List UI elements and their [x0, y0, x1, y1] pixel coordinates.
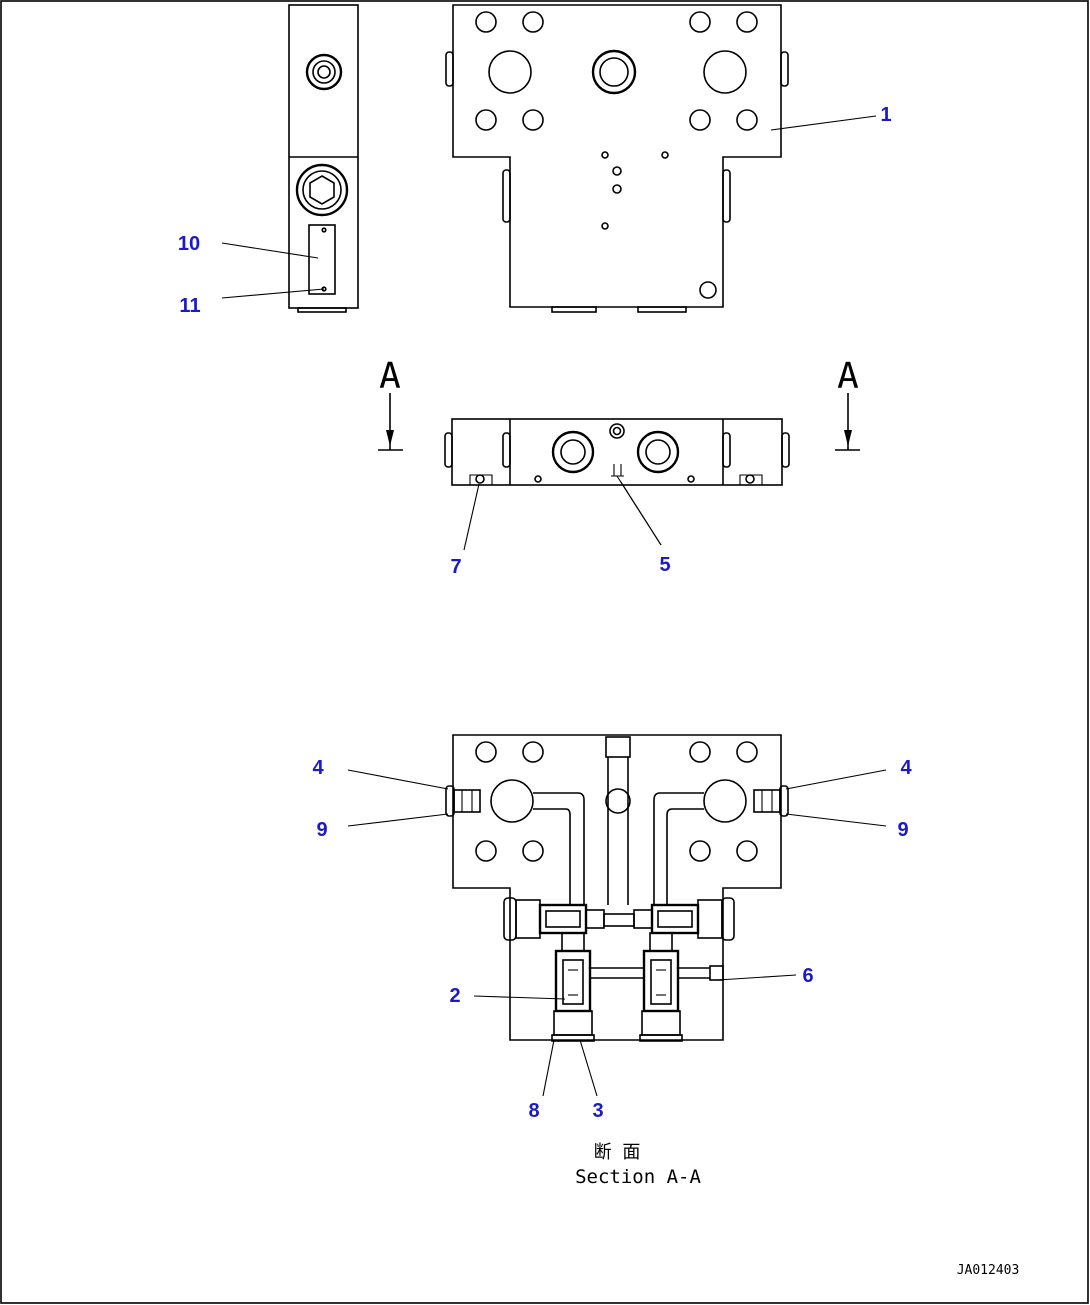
callout-3: 3 [592, 1100, 603, 1122]
callout-7: 7 [450, 556, 461, 578]
front-view [445, 4, 789, 313]
callout-4-right: 4 [900, 757, 912, 779]
callout-4-left: 4 [312, 757, 324, 779]
leader-lines [221, 115, 887, 1097]
section-letter-right: A [837, 356, 859, 397]
drawing-code: JA012403 [957, 1263, 1020, 1278]
top-view [444, 418, 790, 486]
section-letter-left: A [379, 356, 401, 397]
callout-10: 10 [178, 233, 200, 255]
callout-5: 5 [659, 554, 670, 576]
callout-8: 8 [528, 1100, 539, 1122]
callout-9-left: 9 [316, 819, 327, 841]
section-view [445, 734, 789, 1042]
callout-11: 11 [179, 295, 200, 317]
callout-6: 6 [802, 965, 813, 987]
side-view [288, 4, 359, 313]
callout-2: 2 [449, 985, 460, 1007]
section-caption-japanese: 断 面 [594, 1142, 641, 1163]
section-marker-right [835, 393, 860, 451]
section-marker-left [378, 393, 403, 451]
section-caption: Section A-A [575, 1166, 701, 1188]
callout-1: 1 [880, 104, 891, 126]
callout-9-right: 9 [897, 819, 908, 841]
nameplate [308, 224, 336, 295]
